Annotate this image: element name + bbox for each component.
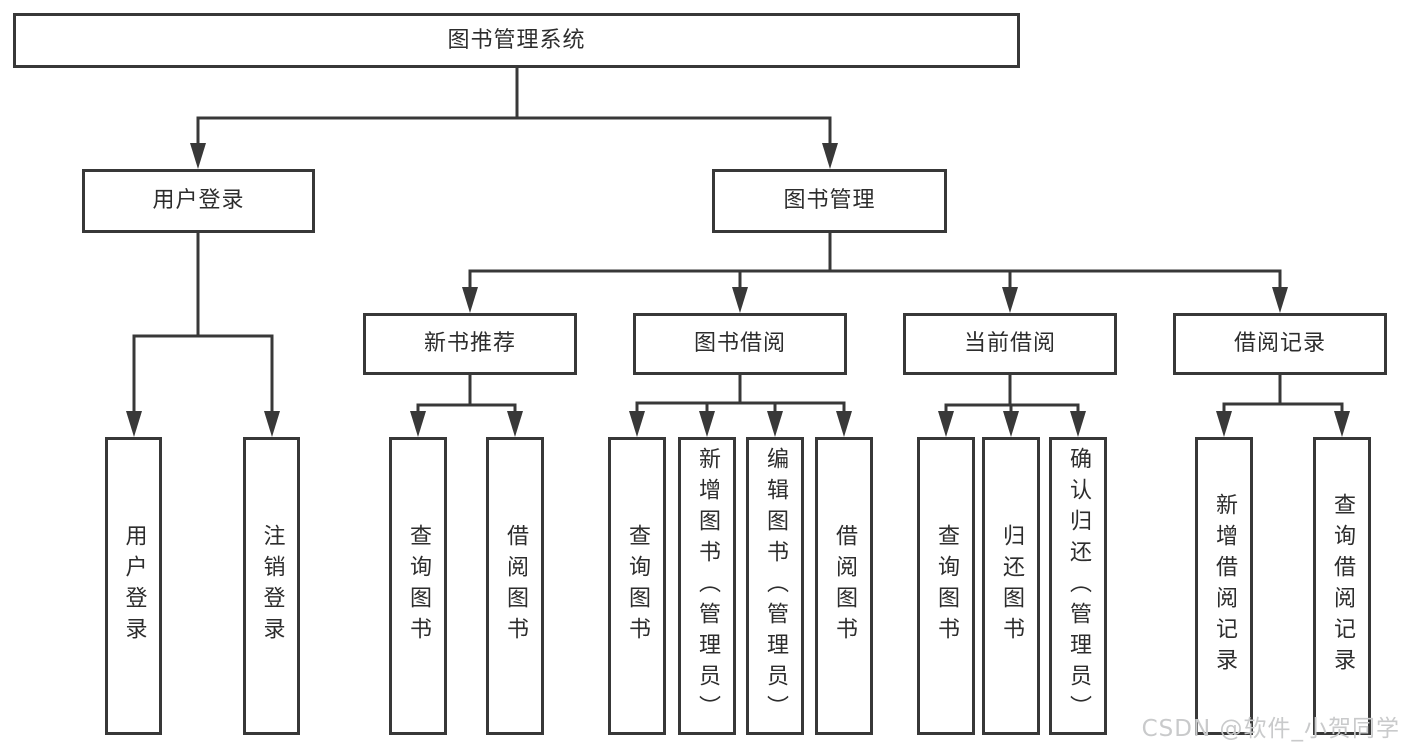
node-library-management-system: 图书管理系统 <box>13 13 1020 68</box>
node-label: 查询图书 <box>934 524 959 648</box>
node-leaf-return-books: 归还图书 <box>982 437 1040 735</box>
node-leaf-add-books-admin: 新增图书（管理员） <box>678 437 736 735</box>
node-label: 注销登录 <box>259 524 285 648</box>
node-leaf-logout: 注销登录 <box>243 437 300 735</box>
node-label: 新增图书（管理员） <box>695 446 720 726</box>
node-label: 用户登录 <box>121 524 147 648</box>
node-book-management-branch: 图书管理 <box>712 169 947 233</box>
node-label: 查询图书 <box>406 524 431 648</box>
csdn-watermark: CSDN @软件_小贺同学 <box>1141 716 1400 742</box>
node-leaf-query-books-3: 查询图书 <box>917 437 975 735</box>
node-book-borrowing: 图书借阅 <box>633 313 847 375</box>
node-leaf-query-borrow-record: 查询借阅记录 <box>1313 437 1371 735</box>
node-leaf-user-login: 用户登录 <box>105 437 162 735</box>
node-label: 借阅记录 <box>1233 331 1326 356</box>
node-label: 新书推荐 <box>423 331 516 356</box>
node-label: 编辑图书（管理员） <box>763 446 788 726</box>
node-label: 当前借阅 <box>963 331 1056 356</box>
node-label: 图书管理 <box>783 188 876 213</box>
node-leaf-query-books-2: 查询图书 <box>608 437 666 735</box>
node-leaf-confirm-return-admin: 确认归还（管理员） <box>1049 437 1107 735</box>
node-label: 查询借阅记录 <box>1330 493 1355 679</box>
node-leaf-edit-books-admin: 编辑图书（管理员） <box>746 437 804 735</box>
node-leaf-add-borrow-record: 新增借阅记录 <box>1195 437 1253 735</box>
node-label: 用户登录 <box>152 188 245 213</box>
node-label: 借阅图书 <box>503 524 528 648</box>
node-current-borrowing: 当前借阅 <box>903 313 1117 375</box>
node-label: 图书管理系统 <box>447 27 586 53</box>
node-label: 借阅图书 <box>832 524 857 648</box>
node-label: 归还图书 <box>999 524 1024 648</box>
node-label: 查询图书 <box>625 524 650 648</box>
node-label: 确认归还（管理员） <box>1066 446 1091 726</box>
node-leaf-query-books-1: 查询图书 <box>389 437 447 735</box>
node-new-book-recommendation: 新书推荐 <box>363 313 577 375</box>
node-user-login-branch: 用户登录 <box>82 169 315 233</box>
node-leaf-borrow-books-1: 借阅图书 <box>486 437 544 735</box>
node-borrowing-records: 借阅记录 <box>1173 313 1387 375</box>
node-leaf-borrow-books-2: 借阅图书 <box>815 437 873 735</box>
node-label: 新增借阅记录 <box>1212 493 1237 679</box>
node-label: 图书借阅 <box>693 331 786 356</box>
